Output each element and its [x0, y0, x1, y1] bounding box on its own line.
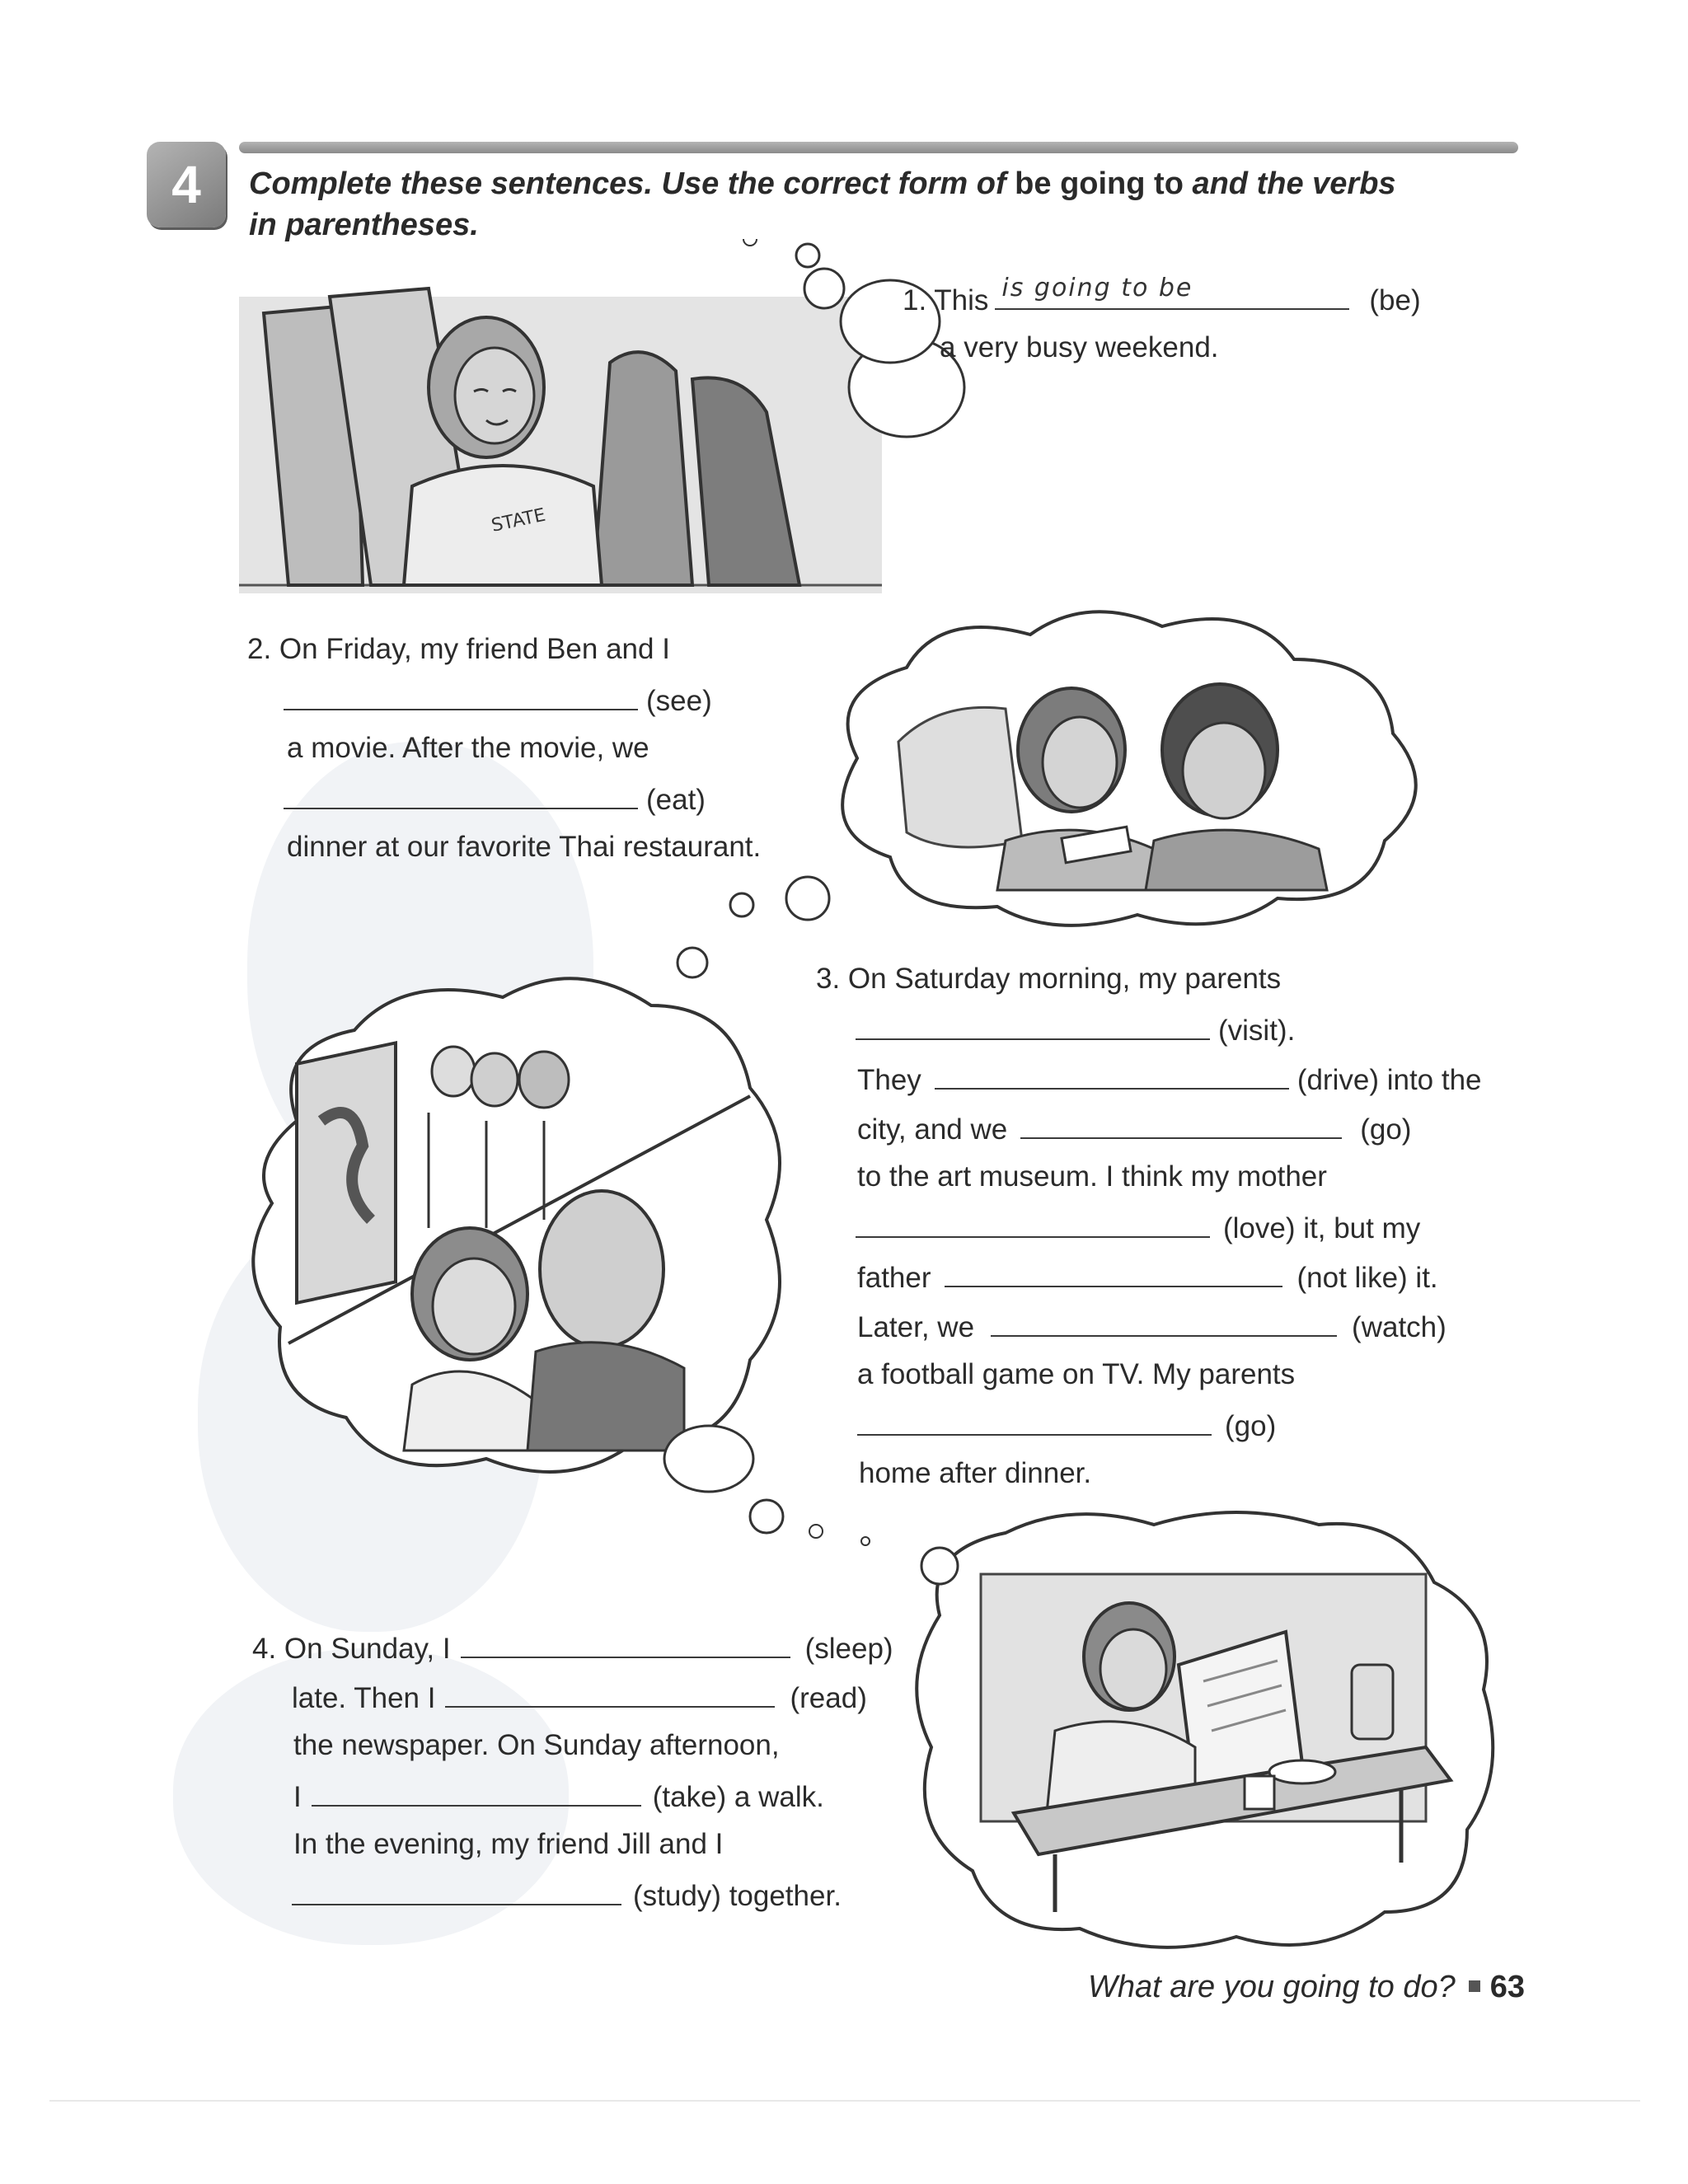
verb-hint: (eat)	[646, 784, 706, 816]
item-2-line-5: dinner at our favorite Thai restaurant.	[287, 829, 761, 865]
item-text: I	[293, 1781, 302, 1813]
item-2-line-4: (eat)	[284, 780, 706, 818]
verb-hint: (read)	[790, 1682, 867, 1714]
illustration-sleeping-girl: STATE	[239, 239, 966, 593]
item-text: a very busy weekend.	[940, 331, 1219, 363]
answer-blank[interactable]	[445, 1678, 776, 1708]
item-text: father	[857, 1262, 931, 1294]
verb-hint: (watch)	[1352, 1311, 1447, 1343]
item-3-line-6: (love) it, but my	[856, 1208, 1420, 1247]
item-3-line-2: (visit).	[856, 1010, 1295, 1049]
item-3-line-7: father (not like) it.	[857, 1258, 1438, 1296]
instructions-part: Complete these sentences. Use the correc…	[249, 166, 1015, 201]
item-3-line-1: 3. On Saturday morning, my parents	[816, 961, 1281, 997]
illustration-museum-cloud	[251, 977, 781, 1474]
item-3-line-11: home after dinner.	[859, 1455, 1091, 1492]
item-4-line-4: I (take) a walk.	[293, 1777, 824, 1816]
handwritten-answer: is going to be	[1001, 274, 1193, 302]
page-number: 63	[1489, 1970, 1526, 2004]
answer-blank[interactable]: is going to be	[995, 274, 1350, 310]
item-text: In the evening, my friend Jill and I	[293, 1828, 724, 1860]
answer-blank[interactable]	[284, 780, 638, 809]
answer-blank[interactable]	[857, 1406, 1212, 1436]
verb-hint: (go)	[1225, 1410, 1277, 1442]
answer-blank[interactable]	[284, 681, 638, 710]
item-4-line-2: late. Then I (read)	[292, 1678, 867, 1717]
answer-blank[interactable]	[856, 1208, 1210, 1238]
answer-blank[interactable]	[856, 1010, 1210, 1040]
verb-hint: (take) a walk.	[652, 1781, 824, 1813]
item-1-line-1: 1. This is going to be (be)	[903, 274, 1421, 319]
item-text: They	[857, 1064, 921, 1096]
answer-blank[interactable]	[292, 1876, 621, 1905]
answer-blank[interactable]	[311, 1777, 641, 1807]
item-2-line-3: a movie. After the movie, we	[287, 730, 649, 766]
square-bullet-icon	[1468, 1980, 1480, 1992]
thought-bubbles	[663, 1424, 870, 1546]
item-text: city, and we	[857, 1113, 1008, 1146]
verb-hint: (see)	[646, 685, 712, 717]
verb-hint: (go)	[1360, 1113, 1412, 1146]
item-text: dinner at our favorite Thai restaurant.	[287, 831, 762, 863]
illustration-newspaper-cloud	[915, 1511, 1495, 1949]
item-3-line-8: Later, we (watch)	[857, 1307, 1447, 1346]
item-4-line-5: In the evening, my friend Jill and I	[293, 1826, 723, 1863]
exercise-instructions: Complete these sentences. Use the correc…	[249, 163, 1419, 246]
item-3-line-9: a football game on TV. My parents	[857, 1357, 1295, 1393]
item-2-line-2: (see)	[284, 681, 712, 719]
verb-hint: (study) together.	[633, 1880, 842, 1912]
verb-hint: (sleep)	[804, 1633, 893, 1665]
item-text: to the art museum. I think my mother	[857, 1160, 1327, 1193]
item-text: home after dinner.	[859, 1457, 1092, 1489]
verb-hint: (love) it, but my	[1223, 1212, 1421, 1244]
verb-hint: (not like) it.	[1296, 1262, 1438, 1294]
item-4-line-1: 4. On Sunday, I (sleep)	[252, 1629, 893, 1667]
item-text: the newspaper. On Sunday afternoon,	[293, 1729, 780, 1761]
item-3-line-10: (go)	[857, 1406, 1276, 1445]
illustration-movie-cloud	[841, 610, 1418, 927]
verb-hint: (drive) into the	[1296, 1064, 1482, 1096]
exercise-number-badge: 4	[147, 142, 226, 227]
instructions-part: and the verbs in parentheses.	[249, 166, 1396, 242]
answer-blank[interactable]	[1020, 1109, 1343, 1139]
item-3-line-3: They (drive) into the	[857, 1060, 1482, 1099]
item-text: 3. On Saturday morning, my parents	[816, 963, 1282, 995]
show-through-shadow	[173, 1648, 569, 1945]
answer-blank[interactable]	[460, 1629, 790, 1658]
item-3-line-4: city, and we (go)	[857, 1109, 1411, 1148]
item-4-line-6: (study) together.	[292, 1876, 842, 1915]
item-2-line-1: 2. On Friday, my friend Ben and I	[247, 631, 670, 668]
answer-blank[interactable]	[934, 1060, 1289, 1090]
verb-hint: (be)	[1369, 284, 1421, 316]
answer-blank[interactable]	[944, 1258, 1282, 1287]
footer-title: What are you going to do?	[1088, 1970, 1456, 2004]
verb-hint: (visit).	[1218, 1015, 1296, 1047]
item-text: a movie. After the movie, we	[287, 732, 649, 764]
header-rule	[239, 142, 1518, 153]
page-footer: What are you going to do? 63	[1088, 1970, 1525, 2005]
item-text: 2. On Friday, my friend Ben and I	[247, 633, 670, 665]
item-3-line-5: to the art museum. I think my mother	[857, 1159, 1327, 1195]
item-text: 4. On Sunday, I	[252, 1633, 451, 1665]
item-1-line-2: a very busy weekend.	[940, 330, 1219, 366]
thought-bubbles	[676, 875, 831, 979]
item-text: Later, we	[857, 1311, 975, 1343]
item-text: 1. This	[903, 284, 989, 316]
item-text: a football game on TV. My parents	[857, 1358, 1296, 1390]
instructions-highlight: be going to	[1015, 166, 1184, 201]
item-text: late. Then I	[292, 1682, 436, 1714]
bottom-rule	[49, 2100, 1640, 2102]
item-4-line-3: the newspaper. On Sunday afternoon,	[293, 1727, 780, 1764]
answer-blank[interactable]	[991, 1307, 1338, 1337]
